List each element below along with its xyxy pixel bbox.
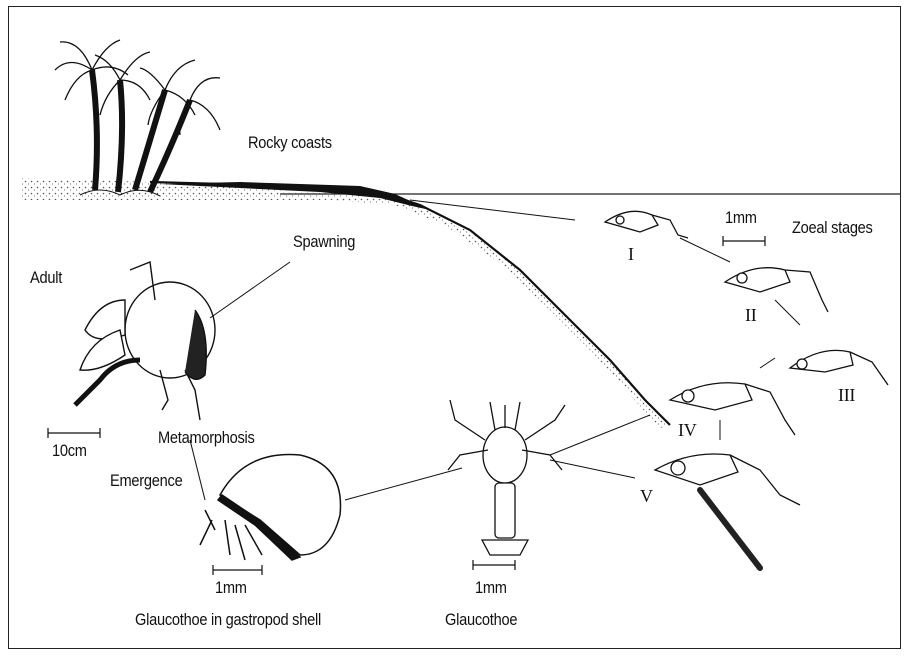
scale-label-glaucothoe-shell: 1mm [215,578,247,598]
stage-label-iv: IV [678,420,696,441]
label-adult: Adult [30,268,62,288]
glaucothoe-icon [448,400,565,555]
scale-label-zoea: 1mm [725,208,757,228]
scale-label-glaucothoe: 1mm [475,578,507,598]
label-metamorphosis: Metamorphosis [158,428,255,448]
label-emergence: Emergence [110,471,182,491]
shoreline [150,182,670,425]
seafloor-slope [700,490,760,568]
zoea-larva-icon [605,211,888,505]
scale-label-adult: 10cm [52,441,87,461]
stage-label-i: I [628,244,634,265]
label-glaucothoe-shell: Glaucothoe in gastropod shell [135,610,321,630]
palm-tree-icon [55,40,220,196]
stage-label-v: V [640,486,653,507]
gastropod-shell-icon [200,455,341,561]
label-spawning: Spawning [293,232,355,252]
coconut-crab-icon [75,262,215,420]
label-glaucothoe: Glaucothoe [445,610,517,630]
stage-label-ii: II [745,305,756,326]
label-zoeal-stages: Zoeal stages [792,218,873,238]
label-rocky-coasts: Rocky coasts [248,133,332,153]
stage-label-iii: III [838,385,855,406]
